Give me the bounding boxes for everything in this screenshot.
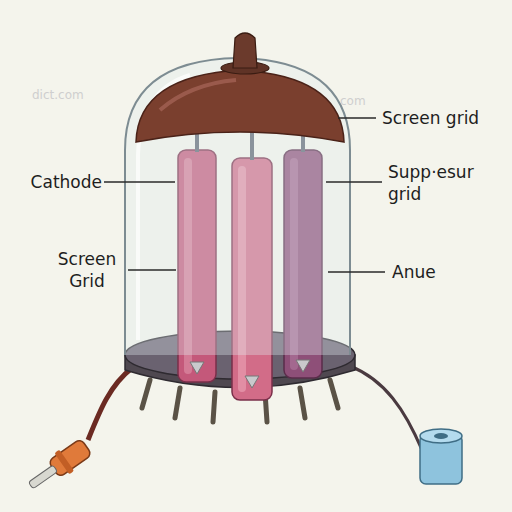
watermark: dict.com [32, 84, 112, 106]
part-label: Supp·esur grid [388, 161, 500, 205]
leader-lines [104, 118, 385, 272]
watermark: com [340, 90, 380, 112]
part-label: Screen grid [382, 107, 508, 129]
part-label: Anue [392, 261, 492, 283]
part-label: Cathode [10, 171, 102, 193]
part-label: Screen Grid [48, 248, 126, 292]
